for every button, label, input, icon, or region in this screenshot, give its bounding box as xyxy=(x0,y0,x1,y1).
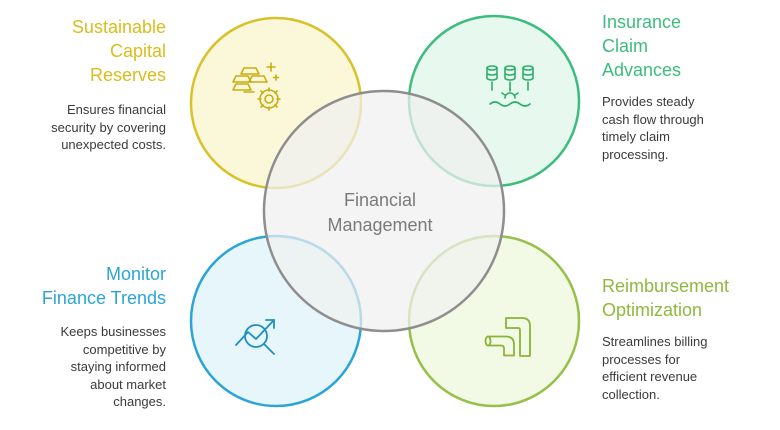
desc-line: Ensures financial xyxy=(67,102,166,117)
gold-coins-icon xyxy=(232,62,281,111)
desc-line: collection. xyxy=(602,386,660,402)
desc-line: cash flow through xyxy=(602,111,704,127)
desc-line: timely claim xyxy=(602,129,670,144)
desc-line: changes. xyxy=(113,394,166,409)
desc-line: Streamlines billing xyxy=(602,334,708,349)
title-sustainable-capital: Sustainable Capital Reserves xyxy=(14,15,166,87)
desc-line: competitive by xyxy=(82,341,166,357)
center-title-line-2: Management xyxy=(327,215,433,235)
desc-insurance-claim: Provides steady cash flow through timely… xyxy=(602,93,772,163)
title-line: Reimbursement xyxy=(602,276,730,296)
title-line: Optimization xyxy=(602,300,703,320)
center-title: Financial Management xyxy=(290,188,470,238)
desc-line: processing. xyxy=(602,146,669,162)
desc-line: staying informed xyxy=(70,359,166,374)
desc-line: efficient revenue xyxy=(602,369,698,384)
desc-line: unexpected costs. xyxy=(61,137,166,152)
title-line: Monitor xyxy=(105,264,166,284)
desc-line: security by covering xyxy=(51,119,166,135)
title-reimbursement: Reimbursement Optimization xyxy=(602,274,772,322)
pipe-flow-icon xyxy=(484,317,531,357)
desc-monitor-finance: Keeps businesses competitive by staying … xyxy=(14,323,166,411)
desc-line: about market xyxy=(90,376,166,392)
title-line: Claim xyxy=(602,36,649,56)
title-line: Finance Trends xyxy=(41,288,166,308)
title-line: Reserves xyxy=(89,65,166,85)
title-line: Sustainable xyxy=(71,17,166,37)
trend-search-icon xyxy=(235,319,275,355)
title-line: Capital xyxy=(109,41,166,61)
database-claims-icon xyxy=(486,65,534,107)
circle-financial-management xyxy=(262,89,506,333)
title-line: Insurance xyxy=(602,12,682,32)
title-line: Advances xyxy=(602,60,682,80)
desc-line: Keeps businesses xyxy=(60,324,166,339)
desc-sustainable-capital: Ensures financial security by covering u… xyxy=(14,101,166,154)
title-insurance-claim: Insurance Claim Advances xyxy=(602,10,772,82)
desc-reimbursement: Streamlines billing processes for effici… xyxy=(602,333,772,403)
title-monitor-finance: Monitor Finance Trends xyxy=(14,262,166,310)
desc-line: processes for xyxy=(602,351,681,367)
center-title-line-1: Financial xyxy=(343,190,417,210)
desc-line: Provides steady xyxy=(602,94,695,109)
